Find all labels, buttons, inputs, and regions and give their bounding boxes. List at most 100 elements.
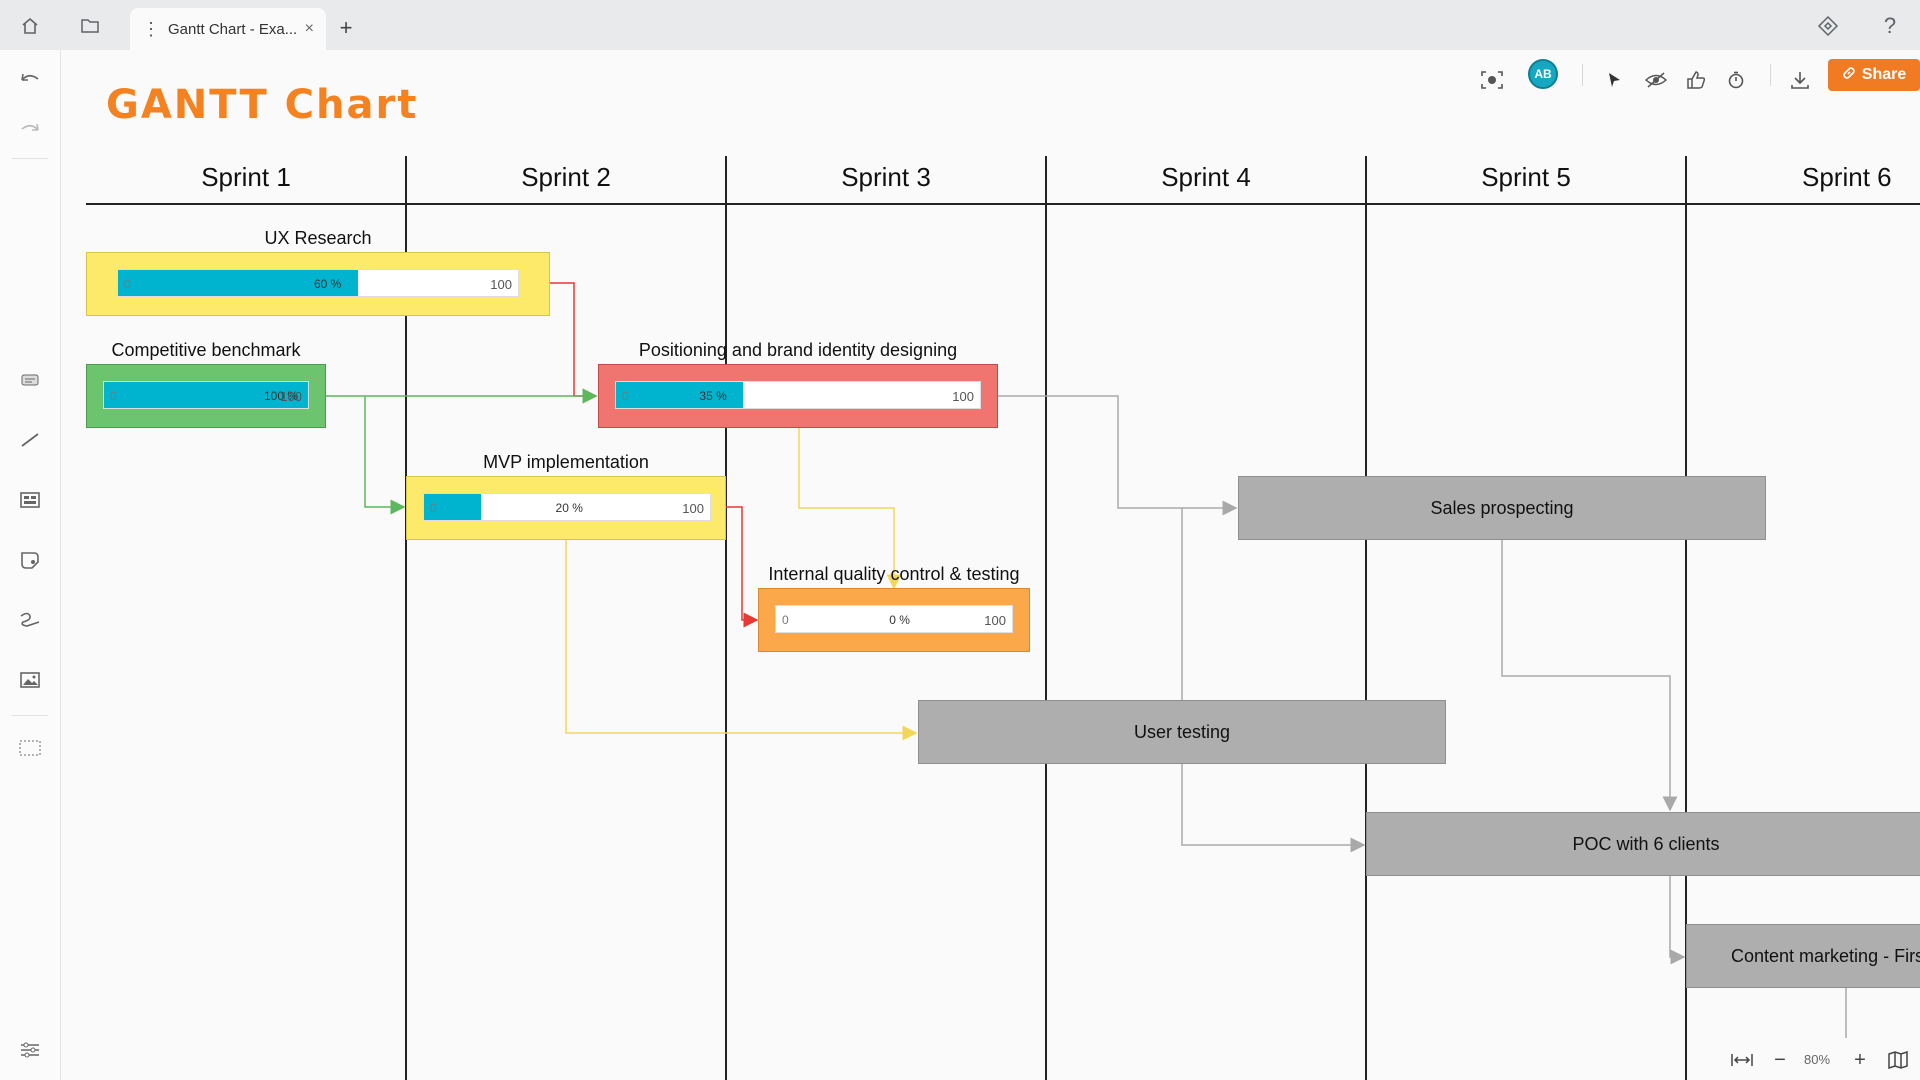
- zoom-in-button[interactable]: +: [1854, 1048, 1866, 1071]
- link-icon: [1842, 66, 1856, 85]
- sprint-divider: [725, 156, 727, 1080]
- task-label: Competitive benchmark: [111, 340, 301, 360]
- sprint-divider: [1365, 156, 1367, 1080]
- task-user-testing[interactable]: User testing: [918, 700, 1446, 764]
- zoom-out-button[interactable]: −: [1774, 1048, 1786, 1071]
- zoom-controls: − 80% +: [1716, 1038, 1920, 1080]
- download-icon[interactable]: [1784, 64, 1816, 96]
- link-mvp-to-user-testing: [565, 540, 918, 741]
- header-divider: [86, 203, 1920, 205]
- progress-percent: 20 %: [555, 501, 583, 515]
- new-tab-button[interactable]: +: [339, 15, 353, 40]
- map-icon[interactable]: [1884, 1046, 1912, 1074]
- progress-bar[interactable]: 0 60 % 100: [117, 269, 519, 297]
- progress-max: 100: [280, 389, 302, 404]
- help-icon[interactable]: ?: [1883, 13, 1897, 38]
- tab-menu-icon[interactable]: ⋮: [142, 18, 160, 39]
- task-label: MVP implementation: [483, 452, 649, 472]
- progress-bar[interactable]: 0 100 % 100: [103, 381, 309, 409]
- toolbar-divider: [1582, 64, 1583, 86]
- share-button[interactable]: Share: [1828, 59, 1920, 91]
- progress-max: 100: [952, 389, 974, 404]
- link-benchmark-to-mvp: [364, 396, 406, 515]
- undo-icon[interactable]: [14, 62, 46, 94]
- progress-max: 100: [490, 277, 512, 292]
- task-sales-prospecting[interactable]: Sales prospecting: [1238, 476, 1766, 540]
- tab-close-icon[interactable]: ×: [304, 20, 314, 37]
- plugin-icon[interactable]: [1810, 12, 1846, 40]
- settings-icon[interactable]: [14, 1034, 46, 1066]
- sprint-header[interactable]: Sprint 3: [841, 162, 931, 192]
- image-icon[interactable]: [14, 664, 46, 696]
- task-label: Positioning and brand identity designing: [638, 340, 958, 360]
- link-user-testing-to-poc: [1181, 763, 1366, 853]
- link-positioning-to-sales: [998, 395, 1238, 516]
- link-ux-to-positioning: [550, 282, 598, 404]
- link-mvp-to-qc: [726, 506, 759, 628]
- link-sales-to-poc: [1501, 540, 1678, 812]
- progress-fill: [104, 382, 308, 408]
- progress-max: 100: [984, 613, 1006, 628]
- zoom-level: 80%: [1804, 1052, 1831, 1067]
- task-content-marketing[interactable]: Content marketing - First r: [1686, 924, 1920, 988]
- progress-bar[interactable]: 0 20 % 100: [423, 493, 711, 521]
- progress-percent: 0 %: [889, 613, 910, 627]
- progress-fill: [424, 494, 482, 520]
- focus-icon[interactable]: [1476, 64, 1508, 96]
- link-poc-to-content: [1669, 876, 1686, 965]
- vote-icon[interactable]: [1680, 64, 1712, 96]
- pen-icon[interactable]: [14, 604, 46, 636]
- progress-fill: [118, 270, 358, 296]
- template-icon[interactable]: [14, 484, 46, 516]
- link-positioning-to-qc: [798, 428, 902, 590]
- board-title[interactable]: GANTT Chart: [106, 82, 419, 128]
- sprint-divider: [1685, 156, 1687, 1080]
- task-quality-control[interactable]: 0 0 % 100: [758, 588, 1030, 652]
- share-label: Share: [1861, 66, 1907, 83]
- progress-bar[interactable]: 0 0 % 100: [775, 605, 1013, 633]
- sprint-header[interactable]: Sprint 6: [1802, 162, 1892, 192]
- toolbar-divider: [1770, 64, 1771, 86]
- frame-icon[interactable]: [14, 732, 46, 764]
- task-label: Internal quality control & testing: [768, 564, 1020, 584]
- shape-icon[interactable]: [14, 544, 46, 576]
- progress-max: 100: [682, 501, 704, 516]
- task-positioning[interactable]: 0 35 % 100: [598, 364, 998, 428]
- tab-bar: ⋮ Gantt Chart - Exa... × + ?: [0, 0, 1920, 50]
- task-mvp-implementation[interactable]: 0 20 % 100: [406, 476, 726, 540]
- line-icon[interactable]: [14, 424, 46, 456]
- visibility-icon[interactable]: [1640, 64, 1672, 96]
- progress-min: 0: [110, 389, 117, 403]
- folder-icon[interactable]: [72, 12, 108, 40]
- task-ux-research[interactable]: 0 60 % 100: [86, 252, 550, 316]
- board-tab[interactable]: ⋮ Gantt Chart - Exa... ×: [130, 8, 326, 50]
- fit-width-icon[interactable]: [1728, 1046, 1756, 1074]
- redo-icon[interactable]: [14, 112, 46, 144]
- task-competitive-benchmark[interactable]: 0 100 % 100: [86, 364, 326, 428]
- sprint-header[interactable]: Sprint 1: [201, 162, 291, 192]
- sprint-header[interactable]: Sprint 2: [521, 162, 611, 192]
- sticky-note-icon[interactable]: [14, 364, 46, 396]
- sprint-header[interactable]: Sprint 4: [1161, 162, 1251, 192]
- cursor-icon[interactable]: [1598, 64, 1630, 96]
- progress-bar[interactable]: 0 35 % 100: [615, 381, 981, 409]
- home-icon[interactable]: [12, 12, 48, 40]
- task-poc-clients[interactable]: POC with 6 clients: [1366, 812, 1920, 876]
- progress-percent: 100 %: [264, 389, 299, 403]
- task-label: UX Research: [264, 228, 372, 248]
- progress-min: 0: [430, 501, 437, 515]
- sprint-divider: [405, 156, 407, 1080]
- timer-icon[interactable]: [1720, 64, 1752, 96]
- progress-fill: [616, 382, 744, 408]
- progress-percent: 60 %: [314, 277, 342, 291]
- sprint-header[interactable]: Sprint 5: [1481, 162, 1571, 192]
- tab-title: Gantt Chart - Exa...: [168, 20, 298, 38]
- sprint-divider: [1045, 156, 1047, 1080]
- progress-min: 0: [124, 277, 131, 291]
- user-avatar[interactable]: AB: [1528, 59, 1558, 89]
- progress-min: 0: [622, 389, 629, 403]
- progress-min: 0: [782, 613, 789, 627]
- left-toolbar: [0, 50, 61, 1080]
- progress-percent: 35 %: [699, 389, 727, 403]
